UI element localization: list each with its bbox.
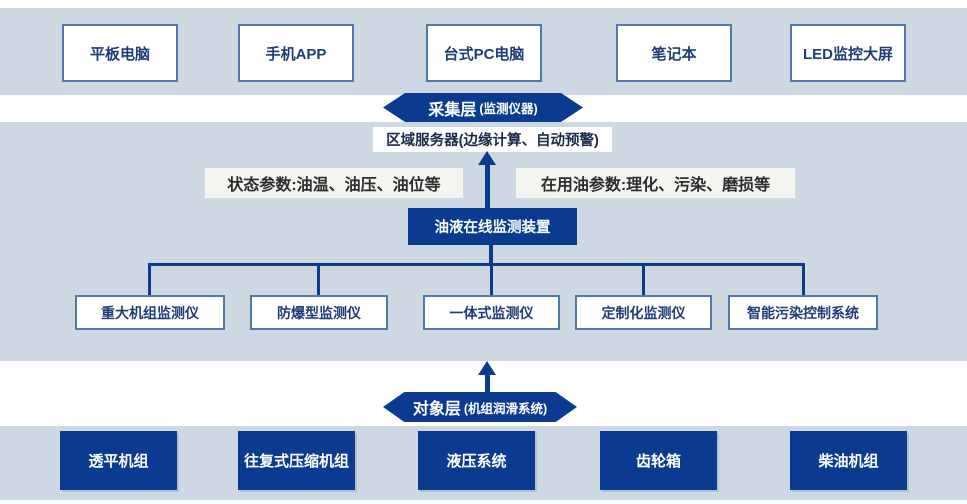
tree-drop-line-1 — [148, 263, 151, 295]
equipment-box-gearbox: 齿轮箱 — [600, 431, 717, 490]
arrow-stem — [484, 165, 490, 209]
equipment-box-reciprocating-compressor: 往复式压缩机组 — [238, 431, 355, 490]
collection-layer-subtitle: (监测仪器) — [479, 102, 538, 116]
monitor-box-customized: 定制化监测仪 — [575, 295, 712, 330]
device-box-tablet: 平板电脑 — [62, 24, 178, 82]
monitor-box-explosion-proof: 防爆型监测仪 — [250, 295, 388, 330]
tree-drop-line-4 — [642, 263, 645, 295]
arrow-head-icon — [478, 361, 496, 375]
oil-params-label: 在用油参数:理化、污染、磨损等 — [516, 168, 795, 198]
tree-drop-line-2 — [317, 263, 320, 295]
collection-layer-title: 采集层 — [428, 101, 477, 119]
collection-layer-pill: 采集层(监测仪器) — [383, 93, 583, 122]
device-box-laptop: 笔记本 — [616, 24, 732, 82]
tree-stem-line — [489, 245, 493, 263]
device-box-desktop-pc: 台式PC电脑 — [426, 24, 542, 82]
equipment-box-hydraulic-system: 液压系统 — [418, 431, 535, 490]
tree-drop-line-5 — [802, 263, 805, 295]
object-layer-title: 对象层 — [412, 401, 461, 418]
oil-monitoring-device-box: 油液在线监测装置 — [408, 208, 577, 245]
equipment-box-turbine: 透平机组 — [60, 431, 177, 490]
tree-horizontal-line — [148, 263, 805, 266]
object-layer-subtitle: (机组润滑系统) — [463, 401, 548, 416]
arrow-stem — [484, 375, 490, 392]
monitor-box-major-unit: 重大机组监测仪 — [75, 295, 225, 330]
arrow-head-icon — [478, 151, 496, 165]
regional-server-box: 区域服务器(边缘计算、自动预警) — [373, 127, 612, 152]
up-arrow-to-monitors — [477, 361, 497, 392]
equipment-box-diesel-unit: 柴油机组 — [790, 431, 907, 490]
object-layer-pill: 对象层(机组润滑系统) — [383, 392, 577, 422]
status-params-label: 状态参数:油温、油压、油位等 — [205, 168, 463, 198]
up-arrow-to-server — [477, 151, 497, 209]
tree-drop-line-3 — [490, 263, 493, 295]
monitor-box-integrated: 一体式监测仪 — [423, 295, 560, 330]
device-box-phone-app: 手机APP — [238, 24, 354, 82]
monitor-box-pollution-control: 智能污染控制系统 — [728, 295, 878, 330]
device-box-led-screen: LED监控大屏 — [790, 24, 906, 82]
